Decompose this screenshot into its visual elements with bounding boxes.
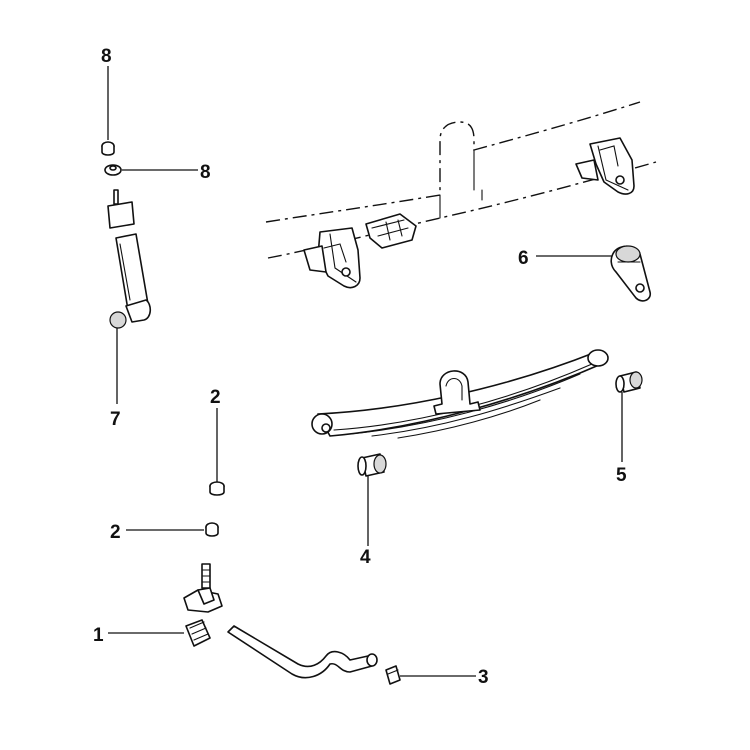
shock-bushing-washer (104, 164, 122, 176)
callout-8b: 8 (200, 162, 211, 183)
center-bracket (365, 213, 417, 249)
frame-rail (265, 101, 657, 259)
stabilizer-end-bushing (385, 665, 401, 685)
callout-6: 6 (518, 248, 529, 269)
stabilizer-bar-bushing (185, 619, 211, 647)
callout-3: 3 (478, 667, 489, 688)
stabilizer-bushing-lower (205, 522, 219, 537)
callout-7: 7 (110, 409, 121, 430)
rear-spring-hanger (575, 137, 635, 195)
shock-bushing-upper (101, 141, 115, 156)
spring-shackle (610, 245, 652, 302)
callout-8a: 8 (101, 46, 112, 67)
stabilizer-bushing-upper (209, 481, 225, 496)
callout-2b: 2 (110, 522, 121, 543)
callout-5: 5 (616, 465, 627, 486)
spring-bushing-rear (615, 371, 643, 393)
callout-4: 4 (360, 547, 371, 568)
front-spring-hanger (303, 227, 361, 289)
leader-lines (107, 66, 623, 677)
shock-absorber (107, 189, 152, 329)
stabilizer-bar (227, 625, 378, 679)
callout-1: 1 (93, 625, 104, 646)
spring-bushing-front (357, 453, 387, 477)
callout-2a: 2 (210, 387, 221, 408)
callout-labels: 8 8 7 2 2 1 3 4 5 6 (93, 46, 627, 688)
leaf-spring (311, 349, 609, 439)
stabilizer-link (183, 563, 223, 613)
